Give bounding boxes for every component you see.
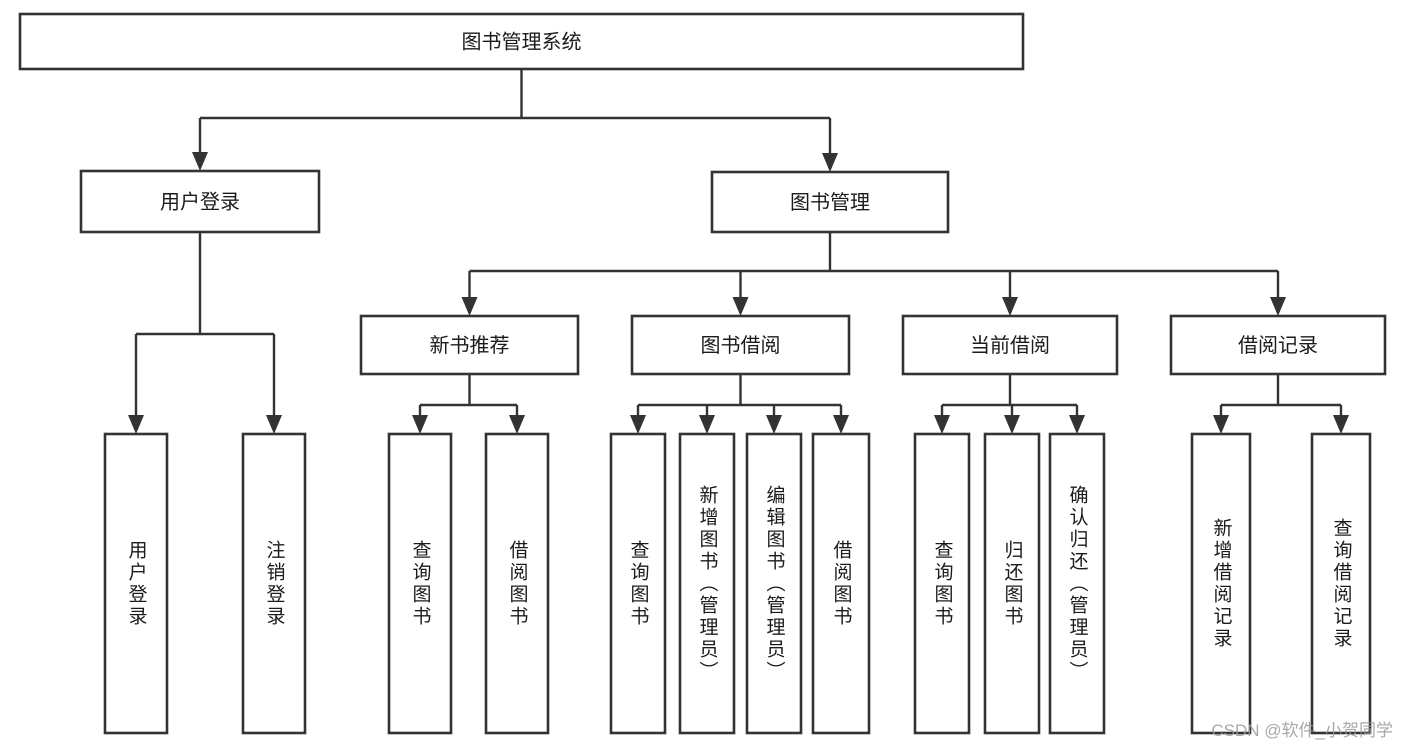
node-level2-0[interactable] bbox=[79, 169, 321, 234]
arrow-head-icon bbox=[822, 153, 838, 172]
node-level3-0[interactable] bbox=[359, 314, 580, 376]
node-level3-3-label: 借阅记录 bbox=[1238, 334, 1318, 357]
arrow-head-icon bbox=[412, 415, 428, 434]
arrow-head-icon bbox=[1002, 297, 1018, 316]
node-leaf-4[interactable] bbox=[609, 432, 667, 735]
node-level2-1[interactable] bbox=[710, 170, 950, 234]
arrow-head-icon bbox=[128, 415, 144, 434]
node-leaf-0[interactable] bbox=[103, 432, 169, 735]
arrow-head-icon bbox=[766, 415, 782, 434]
node-level3-3[interactable] bbox=[1169, 314, 1387, 376]
arrow-head-icon bbox=[266, 415, 282, 434]
node-level3-1-label: 图书借阅 bbox=[701, 334, 781, 357]
arrow-head-icon bbox=[732, 297, 749, 316]
arrow-head-icon bbox=[833, 415, 849, 434]
arrow-head-icon bbox=[192, 152, 208, 171]
node-level3-2[interactable] bbox=[901, 314, 1119, 376]
node-leaf-10[interactable] bbox=[1048, 432, 1106, 735]
node-level2-1-label: 图书管理 bbox=[790, 191, 870, 214]
node-level3-0-label: 新书推荐 bbox=[430, 334, 510, 357]
arrow-head-icon bbox=[1069, 415, 1085, 434]
node-leaf-3[interactable] bbox=[484, 432, 550, 735]
node-leaf-6[interactable] bbox=[745, 432, 803, 735]
arrow-head-icon bbox=[630, 415, 646, 434]
node-level2-0-label: 用户登录 bbox=[160, 191, 240, 214]
arrow-head-icon bbox=[699, 415, 715, 434]
arrow-head-icon bbox=[1270, 297, 1286, 316]
connector-lines bbox=[128, 69, 1349, 434]
node-leaf-8[interactable] bbox=[913, 432, 971, 735]
node-leaf-7[interactable] bbox=[811, 432, 871, 735]
arrow-head-icon bbox=[1213, 415, 1229, 434]
arrow-head-icon bbox=[509, 415, 525, 434]
node-leaf-9[interactable] bbox=[983, 432, 1041, 735]
arrow-head-icon bbox=[1333, 415, 1349, 434]
node-leaf-1[interactable] bbox=[241, 432, 307, 735]
node-root-label: 图书管理系统 bbox=[462, 31, 582, 54]
arrow-head-icon bbox=[934, 415, 950, 434]
watermark-text: CSDN @软件_小贺同学 bbox=[1211, 721, 1393, 740]
node-level3-1[interactable] bbox=[630, 314, 851, 376]
node-root[interactable] bbox=[18, 12, 1025, 71]
node-leaf-2[interactable] bbox=[387, 432, 453, 735]
node-level3-2-label: 当前借阅 bbox=[970, 334, 1050, 357]
node-leaf-5[interactable] bbox=[678, 432, 736, 735]
arrow-head-icon bbox=[461, 297, 478, 316]
arrow-head-icon bbox=[1004, 415, 1020, 434]
node-leaf-11[interactable] bbox=[1190, 432, 1252, 735]
node-leaf-12[interactable] bbox=[1310, 432, 1372, 735]
